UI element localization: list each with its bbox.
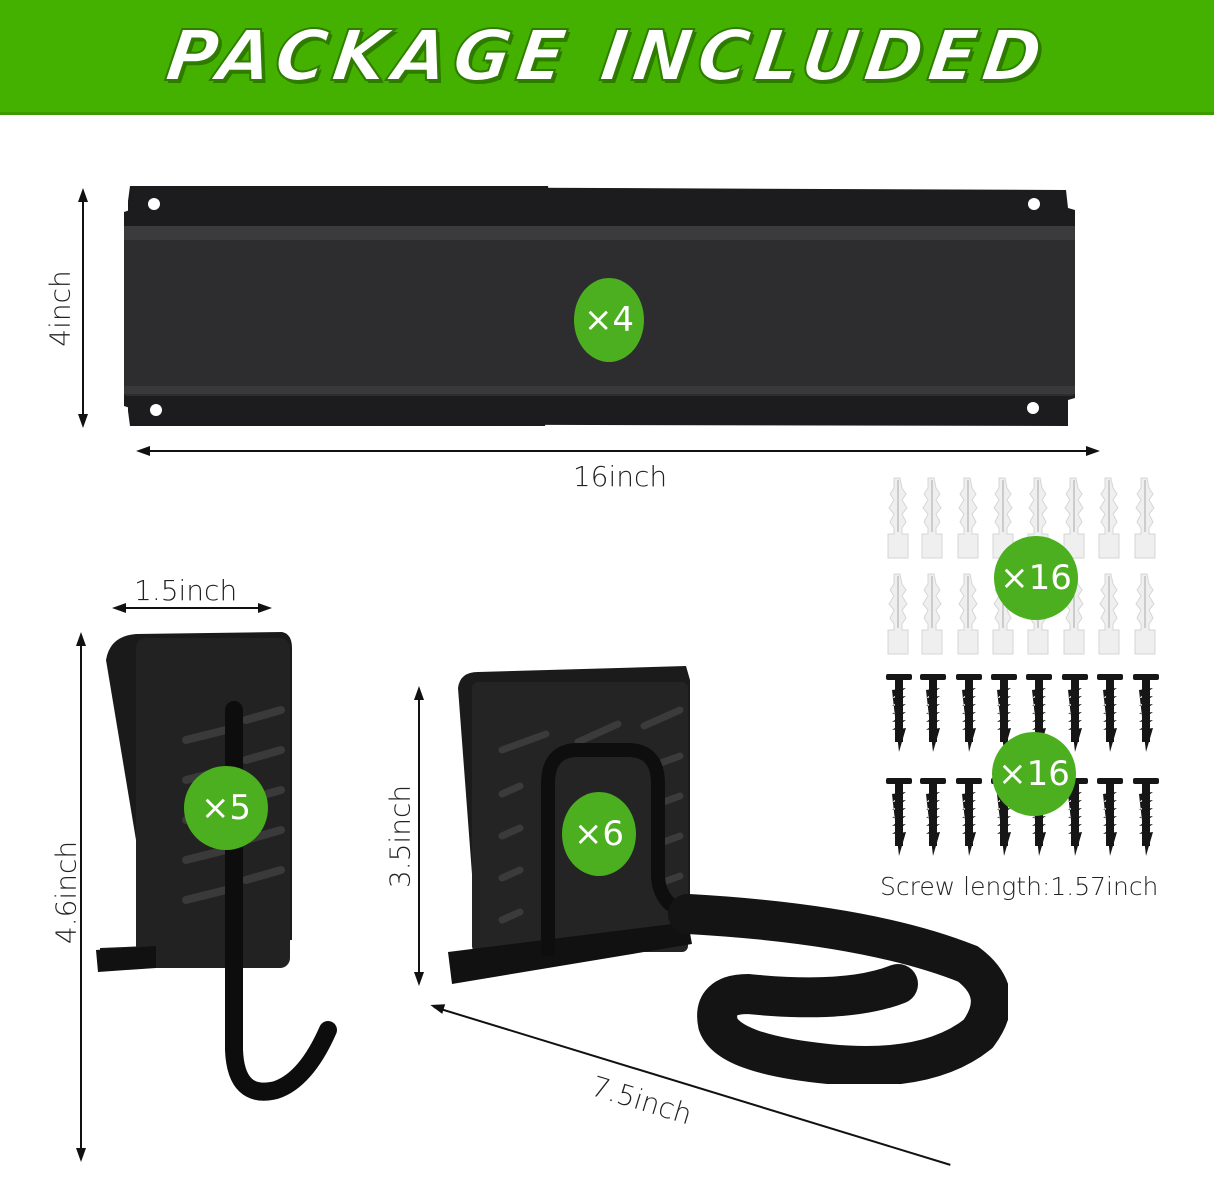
arrow-up-icon (414, 686, 424, 700)
anchors-quantity-badge: ×16 (994, 536, 1078, 620)
screws-quantity-badge: ×16 (992, 732, 1076, 816)
bike-hook-height-label: 3.5inch (383, 784, 417, 889)
bike-hook-quantity: ×6 (573, 814, 625, 854)
single-hook-width-label: 1.5inch (134, 574, 238, 607)
bike-hook-height-line (418, 694, 420, 978)
screw-length-label: Screw length:1.57inch (880, 872, 1159, 901)
screw-icons (886, 674, 1159, 856)
rail-height-line (82, 196, 84, 422)
single-hook-graphic (96, 632, 337, 1101)
single-hook-width-line (118, 607, 264, 609)
arrow-down-icon (78, 414, 88, 428)
screw-hole-icon (148, 198, 160, 210)
screw-hole-icon (150, 404, 162, 416)
single-hook-height-line (80, 640, 82, 1156)
bike-hook-quantity-badge: ×6 (562, 792, 636, 876)
rail-quantity: ×4 (583, 300, 635, 340)
arrow-right-icon (258, 603, 272, 613)
arrow-left-icon (112, 603, 126, 613)
banner-title: PACKAGE INCLUDED (160, 14, 1054, 98)
single-hook-quantity-badge: ×5 (184, 766, 268, 850)
hardware-graphic (886, 477, 1159, 856)
arrow-left-icon (428, 1000, 446, 1014)
rail-width-line (140, 450, 1090, 452)
arrow-right-icon (1086, 446, 1100, 456)
arrow-down-icon (76, 1148, 86, 1162)
arrow-left-icon (136, 446, 150, 456)
arrow-up-icon (76, 632, 86, 646)
screw-hole-icon (1028, 198, 1040, 210)
title-banner: PACKAGE INCLUDED (0, 0, 1214, 115)
wall-anchor-icons (887, 477, 1156, 655)
rail-quantity-badge: ×4 (574, 278, 644, 362)
screw-hole-icon (1027, 402, 1039, 414)
single-hook-height-label: 4.6inch (49, 840, 83, 945)
screws-quantity: ×16 (998, 754, 1070, 794)
single-hook-quantity: ×5 (200, 788, 252, 828)
arrow-down-icon (414, 972, 424, 986)
bike-hook-graphic (448, 666, 1008, 1084)
anchors-quantity: ×16 (1000, 558, 1072, 598)
rail-width-label: 16inch (572, 460, 668, 493)
rail-height-label: 4inch (43, 270, 77, 347)
arrow-up-icon (78, 188, 88, 202)
